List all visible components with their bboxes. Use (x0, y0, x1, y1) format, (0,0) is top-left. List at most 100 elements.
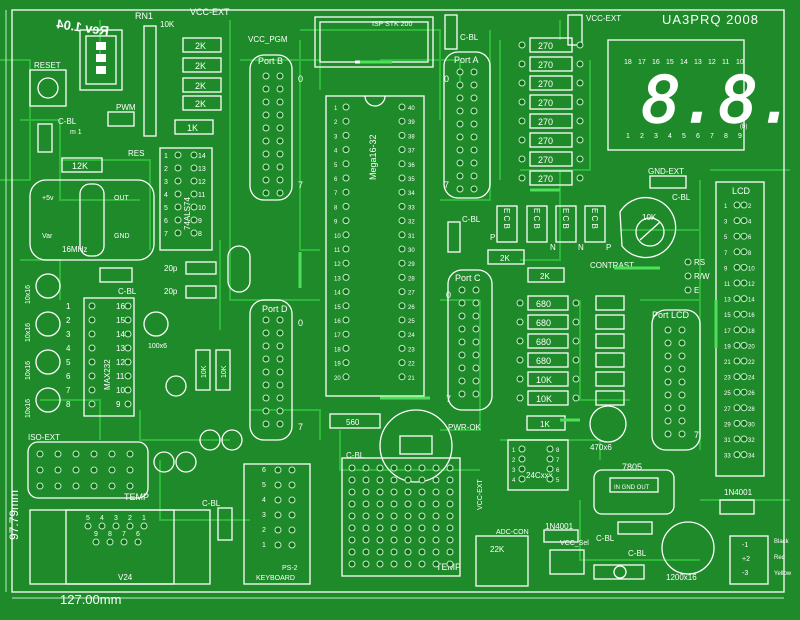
header-pad (456, 172, 464, 180)
pin-label: 12 (116, 358, 125, 367)
mcu-pin-label: 11 (334, 248, 341, 254)
ic-pad (190, 190, 198, 198)
ps2-pad (288, 496, 296, 504)
copper-traces (0, 20, 790, 561)
ps2-pad (274, 541, 282, 549)
lcd-pad (740, 263, 748, 271)
lcd-pad (733, 217, 741, 225)
mcu-pad (342, 174, 350, 182)
mcu-pad (398, 302, 406, 310)
ps2-pin-label: 3 (262, 512, 266, 519)
resistor-270-8: 270 (518, 170, 584, 186)
proto-pad (404, 548, 412, 556)
lcd-pad (733, 341, 741, 349)
eeprom-pin-label: 3 (512, 468, 516, 474)
header-pad (456, 159, 464, 167)
led-5 (595, 371, 625, 387)
mcu-pad (342, 302, 350, 310)
db9-pin-label: 7 (122, 531, 126, 538)
ic-pad (174, 151, 182, 159)
v24-label: V24 (118, 573, 133, 582)
proto-pad (432, 536, 440, 544)
iso-pad (72, 482, 80, 490)
mcu-pin-label: 3 (334, 134, 338, 140)
mcu-pad (398, 273, 406, 281)
mcu-pad (398, 188, 406, 196)
dip-switch (79, 29, 123, 91)
header-pad (664, 326, 672, 334)
osc-gnd-label: GND (114, 233, 130, 240)
resistor-pad (516, 375, 524, 383)
diode-1n4001-mid (543, 529, 579, 543)
resistor-pad (516, 337, 524, 345)
header-pad (470, 133, 478, 141)
pin-label: 8 (66, 400, 71, 409)
ic-pad (88, 400, 96, 408)
mcu-pin-label: 31 (408, 234, 415, 240)
reg-7805-label: 7805 (622, 462, 642, 472)
mcu-pad (398, 202, 406, 210)
transistor-b1 (153, 451, 175, 473)
proto-pad (362, 512, 370, 520)
cap-cbl-mid (99, 267, 133, 283)
isp-label: ISP STK 200 (372, 21, 412, 28)
lcd-pin-label: 21 (724, 360, 731, 366)
header-pad (276, 85, 284, 93)
mcu-pin-label: 39 (408, 120, 415, 126)
proto-pad (432, 488, 440, 496)
header-pad (470, 120, 478, 128)
mcu-pad (342, 131, 350, 139)
header-pad (472, 390, 480, 398)
proto-pad (418, 488, 426, 496)
ic-74als74: 74ALS74 (159, 147, 213, 251)
cbl-top-label: C-BL (460, 33, 479, 42)
pin-label: 14 (116, 330, 125, 339)
header-pad (664, 430, 672, 438)
c1200-label: 1200x16 (666, 573, 697, 582)
ic-pad (88, 372, 96, 380)
resistor-560: 560 (329, 413, 381, 429)
lcd-pad (733, 451, 741, 459)
iso-pad (36, 466, 44, 474)
eeprom-pad (518, 455, 526, 463)
pin-label: 6 (66, 372, 71, 381)
resistor-value: 270 (538, 117, 553, 127)
proto-pad (376, 524, 384, 532)
pin-label: 6 (164, 218, 168, 225)
ps2-pin-label: 6 (262, 467, 266, 474)
lcd-pad (740, 295, 748, 303)
header-pad (456, 94, 464, 102)
transistor-b4 (221, 429, 243, 451)
mcu-pad (342, 231, 350, 239)
lcd-pin-label: 19 (724, 344, 731, 350)
pin-label: 1 (164, 153, 168, 160)
resistor-pad (516, 318, 524, 326)
board-title: UA3PRQ 2008 (662, 12, 759, 27)
mcu-pin-label: 8 (334, 205, 338, 211)
d1n4001-mid-label: 1N4001 (545, 522, 574, 531)
lcd-pin-label: 3 (724, 220, 728, 226)
keyboard-label: KEYBOARD (256, 575, 295, 582)
ps2-pin-label: 1 (262, 542, 266, 549)
mcu-pin-label: 29 (408, 262, 415, 268)
led-2 (595, 314, 625, 330)
mcu-pin-label: 32 (408, 220, 415, 226)
mcu-pin-label: 7 (334, 191, 338, 197)
lcd-pad (740, 232, 748, 240)
header-pad (470, 81, 478, 89)
resistor-value: 270 (538, 79, 553, 89)
resistor-pad (518, 117, 526, 125)
iso-pad (108, 450, 116, 458)
mcu-pin-label: 16 (334, 319, 341, 325)
lcd-pin-label: 34 (748, 454, 755, 460)
iso-pad (54, 450, 62, 458)
resistor-pad (518, 136, 526, 144)
seg-pin-label: 9 (738, 133, 742, 140)
resistor-pad (572, 375, 580, 383)
eeprom-pad (518, 465, 526, 473)
lcd-pad (733, 248, 741, 256)
power-pin-label: -3 (742, 570, 748, 577)
pot-10k-label: 10K (642, 213, 657, 222)
mcu-pin-label: 21 (408, 376, 415, 382)
